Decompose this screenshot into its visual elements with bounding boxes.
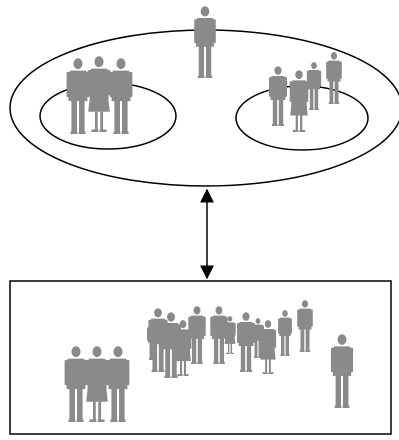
standalone-person-figure — [194, 6, 216, 78]
bottom-group-figures — [64, 300, 354, 422]
person-figure — [289, 70, 309, 132]
person-figure — [109, 58, 133, 134]
person-figure — [259, 320, 277, 374]
person-figure — [85, 346, 109, 422]
person-figure — [188, 306, 206, 364]
person-figure — [106, 346, 130, 422]
person-figure — [306, 62, 322, 110]
outer-group-ellipse — [9, 29, 399, 187]
person-figure — [278, 310, 292, 356]
person-figure — [237, 312, 255, 372]
person-figure — [269, 66, 287, 126]
person-figure — [87, 56, 111, 132]
top-group-figures — [66, 6, 342, 134]
person-figure — [64, 346, 88, 422]
person-figure — [297, 300, 313, 352]
person-figure — [174, 320, 192, 376]
person-figure — [147, 320, 159, 360]
person-figure — [252, 318, 264, 358]
person-figure — [66, 58, 90, 134]
person-figure — [330, 334, 354, 408]
person-figure — [326, 52, 342, 104]
bottom-group-box — [9, 280, 392, 435]
person-figure — [224, 316, 236, 354]
